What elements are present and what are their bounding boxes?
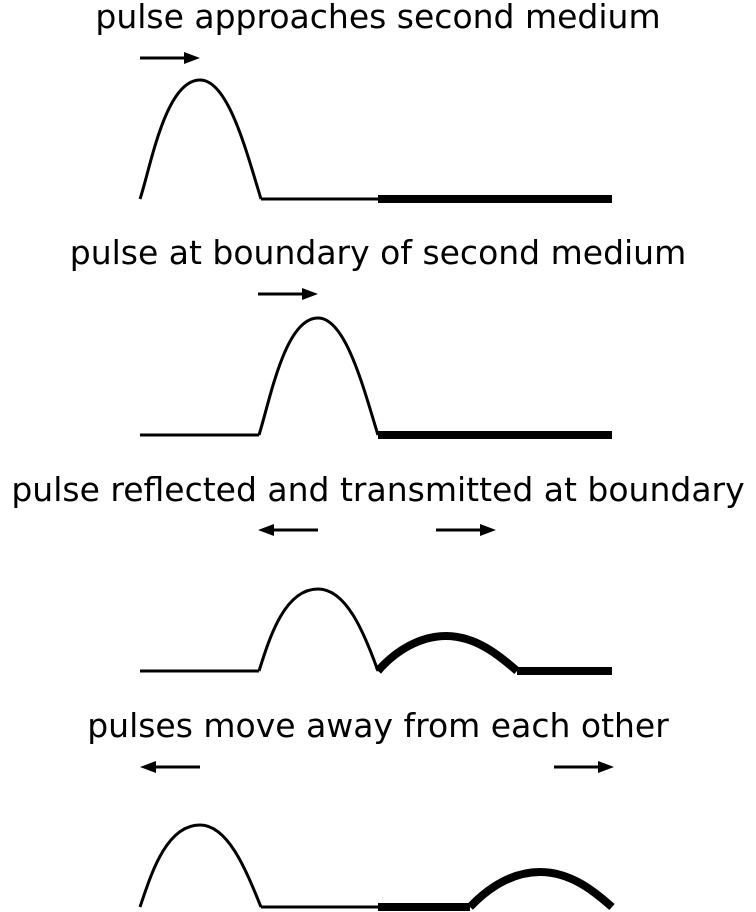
reflected-pulse [138,823,263,908]
panel-2 [140,288,612,439]
transmitted-pulse [467,868,615,911]
arrow-right-icon [140,52,200,64]
reflected-pulse [257,587,380,672]
arrow-right-icon [258,288,318,300]
caption-pulse-approaches: pulse approaches second medium [95,0,661,36]
panel-3 [140,524,612,675]
arrow-right-icon [436,524,496,536]
caption-pulse-at-boundary: pulse at boundary of second medium [69,233,687,272]
caption-pulses-move-away: pulses move away from each other [87,706,669,745]
incident-pulse [138,78,263,200]
caption-reflected-transmitted: pulse reflected and transmitted at bound… [11,470,745,509]
arrow-left-icon [140,761,200,773]
pulse-at-boundary [257,316,380,436]
transmitted-pulse [374,632,520,674]
panel-1 [138,52,612,203]
arrow-left-icon [258,524,318,536]
arrow-right-icon [554,761,614,773]
panel-4 [138,761,615,911]
